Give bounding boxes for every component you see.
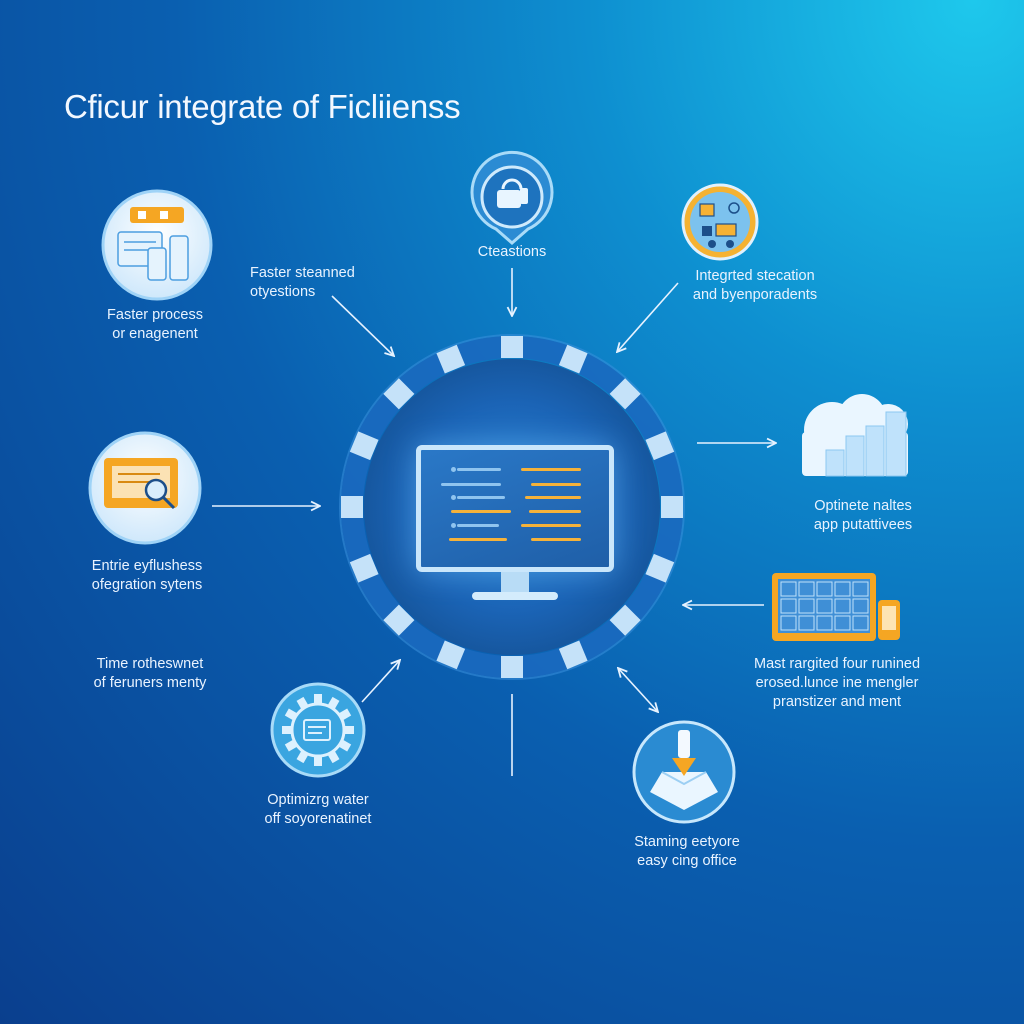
grid-cell: [816, 615, 833, 631]
gear-tooth: [314, 694, 322, 704]
label-left: Entrie eyflushess ofegration sytens: [72, 557, 222, 595]
integration-icon: [681, 183, 759, 261]
label-bottom-left: Optimizrg water off soyorenatinet: [250, 791, 386, 829]
cloud-analytics-icon: [802, 394, 908, 477]
screen-line: [531, 538, 581, 541]
grid-cell: [852, 598, 869, 614]
label-right-line1: Optinete naltes: [814, 498, 912, 514]
screen-line: [457, 496, 505, 499]
label-right-low-line2: erosed.lunce ine mengler: [755, 675, 919, 691]
grid-cell: [780, 615, 797, 631]
label-bottom-right-line2: easy cing office: [637, 853, 737, 869]
grid-cell: [780, 581, 797, 597]
ring-marker: [645, 431, 675, 461]
documents-icon: [101, 189, 213, 301]
screen-bullet: [451, 523, 456, 528]
grid-cell: [834, 598, 851, 614]
screen-bullet: [451, 467, 456, 472]
label-top: Cteastions: [452, 243, 572, 262]
dashboard-devices-icon: [772, 573, 900, 641]
label-left-line1: Entrie eyflushess: [91, 558, 203, 574]
screen-line: [441, 483, 501, 486]
ring-marker: [383, 378, 415, 410]
grid-cell: [798, 615, 815, 631]
label-top-right-line2: and byenporadents: [692, 287, 818, 303]
label-bottom-left-line2: off soyorenatinet: [264, 811, 372, 827]
gear-icon: [270, 682, 366, 778]
label-right-low-line1: Mast rargited four runined: [753, 656, 921, 672]
gear-tooth: [344, 726, 354, 734]
grid-cell: [798, 581, 815, 597]
screen-line: [529, 510, 581, 513]
ring-marker: [661, 496, 683, 518]
search-documents-icon: [88, 431, 202, 545]
ring-marker: [645, 553, 675, 583]
label-mid-left: Time rotheswnet of feruners menty: [80, 655, 220, 693]
ring-marker: [383, 604, 415, 636]
arrow-bottom-right: [618, 668, 658, 712]
arrow-bottom-left: [361, 660, 400, 703]
ring-marker: [501, 336, 523, 358]
monitor-icon: [416, 445, 614, 605]
label-bottom-right: Staming eetyore easy cing office: [620, 833, 754, 871]
screen-bullet: [451, 495, 456, 500]
label-top-line1: Cteastions: [477, 244, 547, 260]
label-top-left-line2: or enagenent: [112, 326, 198, 342]
gear-tooth: [314, 756, 322, 766]
monitor-stand: [501, 572, 529, 594]
grid-cell: [798, 598, 815, 614]
monitor-screen: [416, 445, 614, 572]
label-right-line2: app putattivees: [813, 517, 913, 533]
label-arrow-top-left: Faster steanned otyestions: [250, 264, 355, 302]
hub-ring-markers: [341, 336, 683, 678]
label-mid-left-line1: Time rotheswnet: [96, 656, 204, 672]
grid-cell: [834, 615, 851, 631]
label-arrow-top-left-line1: Faster steanned: [250, 265, 355, 281]
label-bottom-right-line1: Staming eetyore: [634, 834, 740, 850]
label-arrow-top-left-line2: otyestions: [250, 284, 316, 300]
screen-line: [449, 538, 507, 541]
grid-cell: [780, 598, 797, 614]
page-title: Cficur integrate of Ficliienss: [64, 88, 461, 125]
screen-line: [525, 496, 581, 499]
gear-tooth: [282, 726, 292, 734]
screen-line: [451, 510, 511, 513]
grid-cell: [816, 598, 833, 614]
label-left-line2: ofegration sytens: [91, 577, 203, 593]
grid-cell: [852, 581, 869, 597]
ring-marker: [436, 344, 466, 374]
ring-marker: [558, 640, 588, 670]
screen-line: [531, 483, 581, 486]
label-right: Optinete naltes app putattivees: [795, 497, 931, 535]
arrow-top-right: [617, 282, 679, 352]
label-bottom-left-line1: Optimizrg water: [267, 792, 369, 808]
ring-marker: [558, 344, 588, 374]
screen-line: [521, 468, 581, 471]
label-right-low: Mast rargited four runined erosed.lunce …: [740, 655, 934, 712]
label-top-left-line1: Faster process: [107, 307, 203, 323]
ring-marker: [349, 553, 379, 583]
monitor-base: [472, 592, 558, 600]
label-top-right-line1: Integrted stecation: [695, 268, 815, 284]
arrow-top-left: [331, 295, 394, 356]
screen-line: [457, 468, 501, 471]
grid-cell: [816, 581, 833, 597]
ring-marker: [609, 378, 641, 410]
download-icon: [632, 720, 736, 824]
label-top-left: Faster process or enagenent: [96, 306, 214, 344]
support-pin-icon: [470, 150, 554, 245]
label-mid-left-line2: of feruners menty: [93, 675, 207, 691]
label-top-right: Integrted stecation and byenporadents: [680, 267, 830, 305]
screen-line: [457, 524, 499, 527]
ring-marker: [349, 431, 379, 461]
ring-marker: [501, 656, 523, 678]
grid-cell: [834, 581, 851, 597]
grid-cell: [852, 615, 869, 631]
ring-marker: [436, 640, 466, 670]
label-right-low-line3: pranstizer and ment: [772, 694, 902, 710]
screen-line: [521, 524, 581, 527]
ring-marker: [341, 496, 363, 518]
